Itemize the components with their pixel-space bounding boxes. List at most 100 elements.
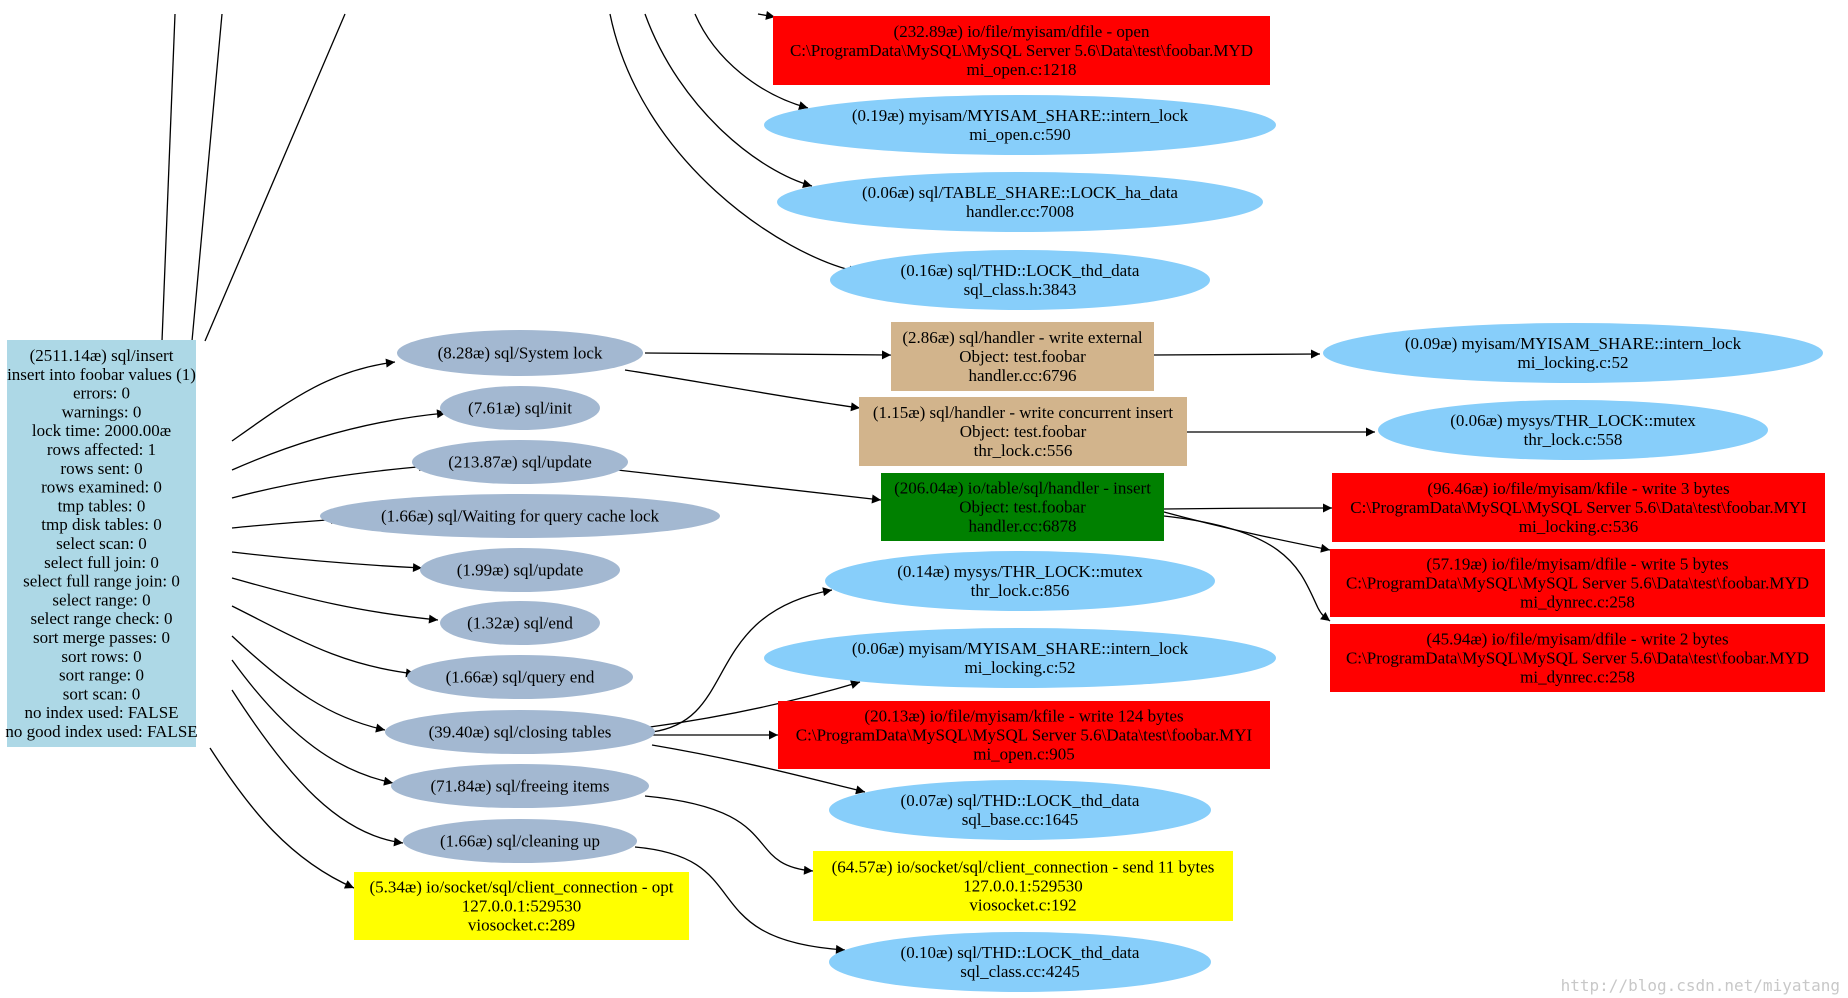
node-init[interactable]: (7.61æ) sql/init <box>440 386 600 430</box>
node-thr-mutex-558-ellipse <box>1378 400 1768 460</box>
node-lock-thd-cc-ellipse <box>829 932 1211 992</box>
node-kfile-write3[interactable]: (96.46æ) io/file/myisam/kfile - write 3 … <box>1332 473 1825 542</box>
node-lock-ha-data[interactable]: (0.06æ) sql/TABLE_SHARE::LOCK_ha_datahan… <box>777 172 1263 232</box>
node-closing-tables[interactable]: (39.40æ) sql/closing tables <box>385 710 655 754</box>
edge-insert-to-client-opt <box>209 747 355 889</box>
node-intern-lock-open-line-2: mi_open.c:590 <box>969 125 1071 144</box>
edge-insert-to-cleaning-up <box>231 689 404 847</box>
node-lock-thd-data-h[interactable]: (0.16æ) sql/THD::LOCK_thd_datasql_class.… <box>830 250 1210 310</box>
node-kfile-write3-box <box>1332 473 1825 542</box>
node-intern-lock-52a[interactable]: (0.09æ) myisam/MYISAM_SHARE::intern_lock… <box>1323 323 1823 383</box>
node-lock-thd-base-line-1: (0.07æ) sql/THD::LOCK_thd_data <box>901 791 1140 810</box>
node-intern-lock-52b-ellipse <box>764 628 1276 688</box>
node-closing-tables-ellipse <box>385 710 655 754</box>
node-lock-thd-base[interactable]: (0.07æ) sql/THD::LOCK_thd_datasql_base.c… <box>829 780 1211 840</box>
edge-offscreen-to-lock-ha-data <box>644 13 813 188</box>
node-insert-line-7: rows sent: 0 <box>60 459 142 478</box>
node-intern-lock-open-ellipse <box>764 95 1276 155</box>
node-init-line-1: (7.61æ) sql/init <box>468 399 572 418</box>
node-lock-thd-base-ellipse <box>829 780 1211 840</box>
node-insert-line-9: tmp tables: 0 <box>58 496 146 515</box>
edge-offscreen-stub-2 <box>191 13 223 342</box>
node-insert-line-1: (2511.14æ) sql/insert <box>30 346 174 365</box>
node-handler-ext[interactable]: (2.86æ) sql/handler - write externalObje… <box>891 322 1154 391</box>
edge-offscreen-stub-1 <box>161 13 176 342</box>
node-kfile-write124-box <box>778 701 1270 769</box>
node-thr-mutex-558-line-1: (0.06æ) mysys/THR_LOCK::mutex <box>1450 411 1696 430</box>
edge-update1-to-table-insert <box>599 467 882 504</box>
node-dfile-write5[interactable]: (57.19æ) io/file/myisam/dfile - write 5 … <box>1330 549 1825 617</box>
node-dfile-open-line-3: mi_open.c:1218 <box>966 60 1076 79</box>
node-insert-line-19: sort scan: 0 <box>63 684 140 703</box>
node-client-opt-box <box>354 872 689 940</box>
edge-table-insert-to-dfile-write5 <box>1163 511 1331 553</box>
edge-offscreen-to-intern-lock-open <box>694 13 809 110</box>
node-thr-mutex-856[interactable]: (0.14æ) mysys/THR_LOCK::mutexthr_lock.c:… <box>825 551 1215 611</box>
node-dfile-write5-line-2: C:\ProgramData\MySQL\MySQL Server 5.6\Da… <box>1346 574 1809 593</box>
node-update1-ellipse <box>412 440 628 484</box>
node-update2[interactable]: (1.99æ) sql/update <box>420 548 620 592</box>
node-client-opt[interactable]: (5.34æ) io/socket/sql/client_connection … <box>354 872 689 940</box>
edge-offscreen-to-lock-thd-data-h <box>609 13 859 275</box>
node-handler-conc-line-3: thr_lock.c:556 <box>974 441 1073 460</box>
node-wait-qc[interactable]: (1.66æ) sql/Waiting for query cache lock <box>320 494 720 538</box>
node-insert-line-5: lock time: 2000.00æ <box>32 421 171 440</box>
node-client-opt-line-1: (5.34æ) io/socket/sql/client_connection … <box>369 878 673 897</box>
node-system-lock-ellipse <box>397 330 643 376</box>
edge-offscreen-stub-3 <box>204 13 346 342</box>
node-client-opt-line-3: viosocket.c:289 <box>468 915 575 934</box>
node-insert-line-6: rows affected: 1 <box>47 440 156 459</box>
node-update1[interactable]: (213.87æ) sql/update <box>412 440 628 484</box>
node-insert-line-16: sort merge passes: 0 <box>33 628 170 647</box>
edge-cleaning-up-to-lock-thd-cc <box>634 846 846 954</box>
node-handler-ext-line-3: handler.cc:6796 <box>968 366 1076 385</box>
node-kfile-write3-line-1: (96.46æ) io/file/myisam/kfile - write 3 … <box>1427 479 1729 498</box>
node-end[interactable]: (1.32æ) sql/end <box>440 601 600 645</box>
node-insert-line-4: warnings: 0 <box>62 402 142 421</box>
node-table-insert[interactable]: (206.04æ) io/table/sql/handler - insertO… <box>881 473 1164 541</box>
node-dfile-write2[interactable]: (45.94æ) io/file/myisam/dfile - write 2 … <box>1330 624 1825 692</box>
node-thr-mutex-558[interactable]: (0.06æ) mysys/THR_LOCK::mutexthr_lock.c:… <box>1378 400 1768 460</box>
node-lock-thd-cc-line-2: sql_class.cc:4245 <box>960 962 1079 981</box>
node-lock-thd-data-h-ellipse <box>830 250 1210 310</box>
node-handler-conc-line-1: (1.15æ) sql/handler - write concurrent i… <box>873 403 1174 422</box>
node-intern-lock-52b[interactable]: (0.06æ) myisam/MYISAM_SHARE::intern_lock… <box>764 628 1276 688</box>
node-kfile-write124-line-3: mi_open.c:905 <box>973 744 1075 763</box>
node-insert-line-8: rows examined: 0 <box>41 478 162 497</box>
node-handler-conc[interactable]: (1.15æ) sql/handler - write concurrent i… <box>859 397 1187 466</box>
node-cleaning-up-ellipse <box>403 819 637 863</box>
node-dfile-write5-box <box>1330 549 1825 617</box>
node-client-send-line-2: 127.0.0.1:529530 <box>963 877 1082 896</box>
node-dfile-open-line-2: C:\ProgramData\MySQL\MySQL Server 5.6\Da… <box>790 41 1253 60</box>
node-system-lock[interactable]: (8.28æ) sql/System lock <box>397 330 643 376</box>
node-lock-thd-cc[interactable]: (0.10æ) sql/THD::LOCK_thd_datasql_class.… <box>829 932 1211 992</box>
edge-insert-to-system-lock <box>231 358 396 442</box>
node-query-end-line-1: (1.66æ) sql/query end <box>446 668 595 687</box>
node-client-send-line-1: (64.57æ) io/socket/sql/client_connection… <box>832 858 1215 877</box>
node-intern-lock-open[interactable]: (0.19æ) myisam/MYISAM_SHARE::intern_lock… <box>764 95 1276 155</box>
edge-insert-to-wait-qc <box>231 515 341 529</box>
node-intern-lock-open-line-1: (0.19æ) myisam/MYISAM_SHARE::intern_lock <box>852 106 1189 125</box>
edge-insert-to-update2 <box>231 551 423 573</box>
node-query-end[interactable]: (1.66æ) sql/query end <box>407 655 633 699</box>
node-thr-mutex-856-line-1: (0.14æ) mysys/THR_LOCK::mutex <box>897 562 1143 581</box>
edge-insert-to-init <box>231 409 447 471</box>
node-kfile-write124[interactable]: (20.13æ) io/file/myisam/kfile - write 12… <box>778 701 1270 769</box>
node-dfile-open[interactable]: (232.89æ) io/file/myisam/dfile - openC:\… <box>773 16 1270 85</box>
node-dfile-write2-line-1: (45.94æ) io/file/myisam/dfile - write 2 … <box>1426 630 1728 649</box>
edge-closing-tables-to-lock-thd-base <box>651 744 866 795</box>
node-client-opt-line-2: 127.0.0.1:529530 <box>462 897 581 916</box>
node-cleaning-up[interactable]: (1.66æ) sql/cleaning up <box>403 819 637 863</box>
node-freeing-items[interactable]: (71.84æ) sql/freeing items <box>391 764 649 808</box>
node-client-send[interactable]: (64.57æ) io/socket/sql/client_connection… <box>813 851 1233 921</box>
node-insert-line-3: errors: 0 <box>73 384 130 403</box>
node-lock-ha-data-ellipse <box>777 172 1263 232</box>
watermark: http://blog.csdn.net/miyatang <box>1561 976 1840 995</box>
node-kfile-write3-line-3: mi_locking.c:536 <box>1519 517 1638 536</box>
node-init-ellipse <box>440 386 600 430</box>
node-client-send-box <box>813 851 1233 921</box>
node-thr-mutex-856-line-2: thr_lock.c:856 <box>971 581 1070 600</box>
